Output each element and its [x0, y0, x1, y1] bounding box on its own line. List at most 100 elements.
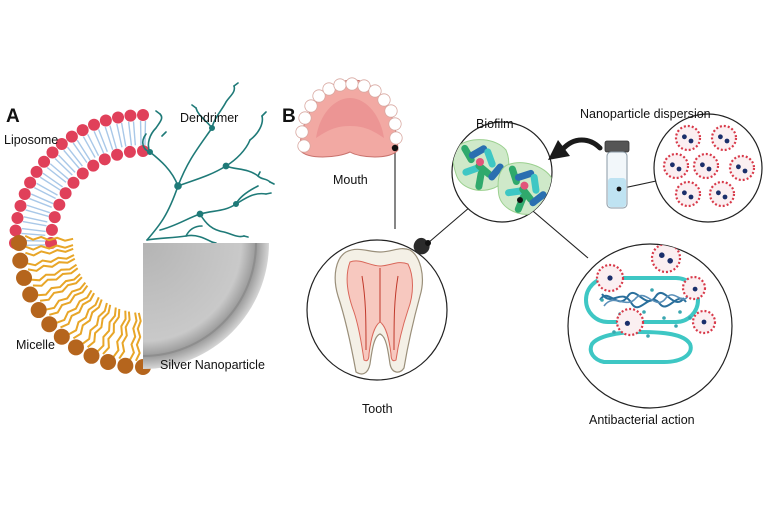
liposome-inner-head — [45, 223, 58, 236]
released-particle — [688, 316, 692, 320]
label-mouth: Mouth — [333, 173, 368, 187]
liposome-outer-heads — [9, 109, 149, 249]
micelle-head — [22, 286, 39, 303]
mouth-tooth — [389, 131, 403, 145]
liposome-inner-heads — [45, 145, 149, 249]
panel-a-letter: A — [6, 106, 20, 127]
liposome-inner-head — [76, 167, 89, 180]
nanoparticle-dispersion — [653, 113, 763, 223]
liposome-tails — [21, 121, 147, 247]
liposome-tail — [97, 129, 108, 152]
micelle-tail — [60, 292, 95, 329]
nanoparticle — [692, 152, 720, 180]
biofilm — [451, 121, 553, 223]
liposome-inner-head — [48, 211, 61, 224]
micelle-head — [12, 252, 29, 269]
micelle-tail — [102, 308, 121, 355]
bacterium — [529, 191, 547, 207]
micelle-head — [41, 316, 58, 333]
micelle-tail — [25, 247, 74, 257]
mouth-tooth — [297, 139, 311, 153]
nanoparticle — [662, 152, 690, 180]
liposome-tail — [23, 216, 48, 223]
micelle-head — [53, 328, 70, 345]
biofilm-cluster — [452, 139, 510, 191]
panel-b: B Mouth Biofilm — [282, 77, 763, 427]
released-particle — [650, 288, 654, 292]
liposome — [9, 109, 149, 249]
liposome-outer-head — [65, 130, 78, 143]
liposome-outer-head — [76, 124, 89, 137]
bacterium — [488, 163, 504, 181]
liposome-tail — [116, 123, 123, 148]
liposome-tail — [29, 197, 52, 208]
label-dendrimer: Dendrimer — [180, 111, 238, 125]
liposome-tail — [87, 133, 100, 156]
micelle-head — [117, 357, 134, 374]
micelle — [11, 235, 151, 375]
liposome-tail — [66, 146, 83, 167]
liposome-inner-head — [123, 145, 136, 158]
liposome-tail — [57, 154, 76, 173]
micelle-head — [67, 339, 84, 356]
bacterium — [475, 162, 493, 178]
liposome-tail — [30, 193, 54, 205]
mouth — [295, 77, 403, 158]
micelle-head — [100, 353, 117, 370]
liposome-outer-head — [9, 224, 22, 237]
micelle-tail — [30, 263, 78, 282]
liposome-inner-head — [59, 187, 72, 200]
micelle-tail — [24, 244, 74, 251]
liposome-outer-head — [11, 212, 24, 225]
label-micelle: Micelle — [16, 338, 55, 352]
micelle-heads — [11, 235, 151, 375]
liposome-tail — [25, 209, 49, 218]
micelle-tail — [32, 267, 79, 287]
mouth-tooth — [384, 104, 398, 118]
label-biofilm: Biofilm — [476, 117, 514, 131]
liposome-tail — [104, 126, 114, 151]
bacterium-coccus — [520, 181, 529, 190]
liposome-tail — [72, 142, 88, 164]
micelle-tail — [39, 276, 83, 302]
panel-b-letter: B — [282, 106, 296, 127]
antibacterial-nanoparticles — [595, 244, 717, 337]
liposome-tail — [46, 166, 67, 183]
biofilm-clusters — [452, 139, 552, 215]
liposome-inner-head — [111, 148, 124, 161]
panel-a: A — [4, 82, 275, 375]
label-antibacterial-action: Antibacterial action — [589, 413, 695, 427]
micelle-tail — [27, 257, 76, 272]
bacterium-coccus — [476, 158, 484, 166]
micelle-tail — [26, 254, 75, 267]
liposome-outer-head — [88, 118, 101, 131]
micelle-head — [30, 302, 47, 319]
liposome-outer-head — [18, 188, 31, 201]
silver-nanoparticle — [142, 242, 269, 369]
micelle-tail — [67, 296, 100, 336]
liposome-outer-head — [46, 146, 59, 159]
micelle-tail — [81, 302, 108, 345]
mouth-tooth — [295, 125, 309, 139]
liposome-inner-head — [53, 198, 66, 211]
liposome-tail — [109, 125, 118, 149]
released-particle — [612, 330, 616, 334]
nanoparticle — [691, 309, 717, 335]
nanoparticle — [728, 154, 756, 182]
bacterium — [530, 173, 540, 194]
released-particle — [642, 310, 646, 314]
mouth-tooth — [357, 79, 371, 93]
dispersion-particles — [662, 124, 756, 208]
nanoparticle — [674, 124, 702, 152]
tooth — [306, 237, 448, 381]
liposome-tail — [93, 130, 105, 154]
mouth-tooth — [312, 89, 326, 103]
liposome-tail — [33, 187, 56, 200]
liposome-tail — [132, 121, 137, 146]
micelle-tail — [45, 281, 87, 311]
liposome-tail — [36, 182, 58, 196]
liposome-tail — [82, 136, 96, 158]
biofilm-cluster — [497, 162, 552, 215]
liposome-tail — [54, 157, 73, 176]
micelle-tail — [135, 312, 142, 362]
